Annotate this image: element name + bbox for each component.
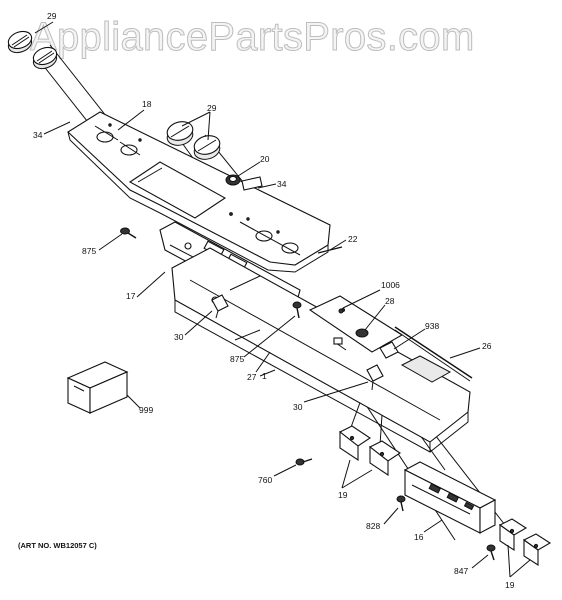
callout-875-lower: 875: [230, 354, 244, 364]
callout-34-right: 34: [277, 179, 287, 189]
callout-labels: 29 18 34 29 20 34 875 22 17 1006 28 30 9…: [33, 11, 515, 590]
control-panel-18[interactable]: [67, 111, 331, 273]
rod-26[interactable]: [394, 326, 473, 382]
callout-18: 18: [142, 99, 152, 109]
backguard-housing-1[interactable]: [171, 247, 471, 453]
callout-847: 847: [454, 566, 468, 576]
callout-30-lower: 30: [293, 402, 303, 412]
callout-938: 938: [425, 321, 439, 331]
art-number: (ART NO. WB12057 C): [18, 541, 97, 550]
screw-847[interactable]: [486, 544, 496, 561]
light-socket-30-upper[interactable]: [211, 294, 229, 319]
leader-lines: [34, 21, 531, 578]
callout-29-middle: 29: [207, 103, 217, 113]
callout-27: 27: [247, 372, 257, 382]
knob-29-middle-left[interactable]: [165, 119, 195, 148]
parts-box-999[interactable]: [66, 361, 129, 414]
knob-insert-20[interactable]: [225, 174, 241, 186]
switch-19-left[interactable]: [338, 425, 371, 462]
knob-29-upper[interactable]: [6, 28, 34, 55]
control-module-16[interactable]: [403, 461, 497, 534]
callout-875-upper: 875: [82, 246, 96, 256]
callout-1006: 1006: [381, 280, 400, 290]
screw-1006[interactable]: [338, 308, 344, 314]
callout-828: 828: [366, 521, 380, 531]
callout-760: 760: [258, 475, 272, 485]
screw-875-upper[interactable]: [120, 227, 137, 239]
knob-29-lower[interactable]: [31, 44, 59, 71]
callout-26: 26: [482, 341, 492, 351]
callout-29-top: 29: [47, 11, 57, 21]
callout-20: 20: [260, 154, 270, 164]
switch-19-lower-right[interactable]: [522, 533, 552, 567]
spring-clip: [241, 176, 263, 191]
callout-17: 17: [126, 291, 136, 301]
screw-760[interactable]: [295, 458, 313, 466]
bracket-27[interactable]: [234, 329, 261, 341]
switch-19-right[interactable]: [368, 440, 401, 477]
knob-29-middle-right[interactable]: [192, 133, 222, 162]
callout-22: 22: [348, 234, 358, 244]
callout-34-left: 34: [33, 130, 43, 140]
light-socket-30-lower[interactable]: [366, 364, 384, 391]
callout-999: 999: [139, 405, 153, 415]
callout-19-bottom: 19: [505, 580, 515, 590]
callout-19-middle: 19: [338, 490, 348, 500]
callout-28: 28: [385, 296, 395, 306]
callout-30-upper: 30: [174, 332, 184, 342]
switch-19-lower-left[interactable]: [498, 518, 528, 552]
connector-938[interactable]: [379, 341, 399, 359]
screw-875-lower[interactable]: [292, 301, 302, 319]
screw-828[interactable]: [396, 495, 406, 512]
callout-16: 16: [414, 532, 424, 542]
callout-1: 1: [262, 371, 267, 381]
watermark: AppliancePartsPros.com: [30, 15, 475, 59]
